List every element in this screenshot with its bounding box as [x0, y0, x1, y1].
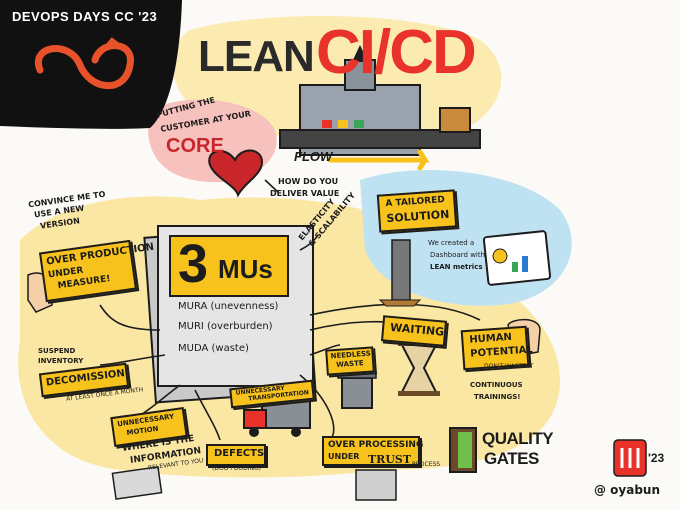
- mus-item-muda: MUDA (waste): [178, 343, 249, 354]
- mus-label: MUs: [218, 254, 273, 284]
- pedestal-icon: [378, 299, 422, 307]
- needless-waste-note: NEEDLESS WASTE: [325, 346, 375, 376]
- bar-icon: [512, 262, 518, 272]
- overprocessing-line1: OVER PROCESSING: [328, 440, 424, 450]
- mus-yellow-box: [169, 235, 289, 297]
- overprocessing-note: OVER PROCESSING UNDER: [322, 436, 424, 466]
- branch-line: [264, 179, 279, 193]
- human-line3: DON'T WASTE IT: [484, 363, 534, 370]
- event-badge: DEVOPS DAYS CC '23: [12, 9, 158, 24]
- badge-bg: [0, 0, 182, 129]
- title-cicd: CI/CD: [316, 18, 477, 87]
- branch-line: [299, 234, 319, 251]
- bar-icon: [522, 256, 528, 272]
- branch-line: [194, 389, 221, 441]
- human-line5: TRAININGS!: [474, 393, 521, 401]
- waiting-label: WAITING: [389, 320, 445, 339]
- dragon-head-icon: [93, 37, 122, 62]
- tailored-line1: A TAILORED: [385, 195, 446, 210]
- tailored-line2: SOLUTION: [386, 207, 450, 226]
- needless-line2: WASTE: [335, 359, 364, 369]
- flow-arrow-icon: [327, 149, 430, 171]
- mus-item-mura: MURA (unevenness): [178, 301, 279, 312]
- branch-line: [99, 304, 161, 331]
- motion-line2: MOTION: [126, 424, 159, 438]
- overprocessing-tail: PROCESS: [412, 461, 441, 468]
- dashboard-line3: LEAN metrics: [430, 263, 483, 271]
- truck-wheel-icon: [249, 427, 259, 437]
- machine-button-icon: [354, 120, 364, 128]
- human-line4: CONTINUOUS: [470, 381, 523, 389]
- dashboard-line2: Dashboard with: [430, 251, 486, 259]
- machine-chimney: [344, 59, 376, 91]
- quality-line2: GATES: [484, 449, 539, 468]
- decommission-label: DECOMISSION: [45, 368, 126, 389]
- door-light: [458, 432, 472, 468]
- defects-label: DEFECTS: [214, 448, 265, 459]
- mus-item-muri: MURI (overburden): [178, 321, 273, 332]
- signature-handle: @ oyabun: [594, 483, 661, 497]
- how-deliver-line1: HOW DO YOU: [278, 177, 339, 186]
- mus-number: 3: [178, 234, 209, 294]
- flow-label: FLOW: [294, 149, 333, 164]
- machine-arrow-icon: [352, 45, 368, 62]
- customer-core: CORE: [166, 135, 224, 157]
- defects-note: DEFECTS: [206, 444, 266, 466]
- dashboard-line1: We created a: [428, 239, 475, 247]
- papers-icon: [111, 466, 163, 500]
- defects-sub: (DOG FOODING): [212, 465, 262, 472]
- tower-icon: [391, 239, 411, 301]
- human-line2: POTENTIAL: [469, 344, 534, 360]
- signature-glyph: [620, 448, 640, 468]
- dashboard-monitor-icon: [482, 230, 552, 286]
- human-line1: HUMAN: [469, 331, 513, 346]
- tailored-solution-note: A TAILORED SOLUTION: [376, 189, 458, 233]
- signature-year: '23: [648, 451, 665, 465]
- overprocessing-trust: TRUST: [368, 453, 412, 466]
- conveyor-belt: [279, 129, 481, 149]
- heart-icon: [208, 149, 264, 198]
- decommission-pre2: INVENTORY: [38, 357, 84, 365]
- machine-button-icon: [338, 120, 348, 128]
- overprocessing-line2: UNDER: [328, 452, 360, 461]
- truck-wheel-icon: [291, 427, 301, 437]
- decommission-pre1: SUSPEND: [38, 347, 76, 355]
- branch-line: [309, 344, 341, 356]
- pie-chart-icon: [492, 248, 508, 264]
- machine-button-icon: [322, 120, 332, 128]
- column-icon: [355, 469, 397, 501]
- truck-cab-icon: [243, 409, 267, 429]
- waiting-note: WAITING: [380, 315, 448, 347]
- box-icon: [439, 107, 471, 133]
- trash-can-icon: [341, 377, 373, 409]
- quality-line1: QUALITY: [482, 429, 554, 448]
- hourglass-base: [398, 391, 440, 396]
- how-deliver-line2: DELIVER VALUE: [270, 189, 340, 198]
- title-lean: LEAN: [198, 32, 315, 81]
